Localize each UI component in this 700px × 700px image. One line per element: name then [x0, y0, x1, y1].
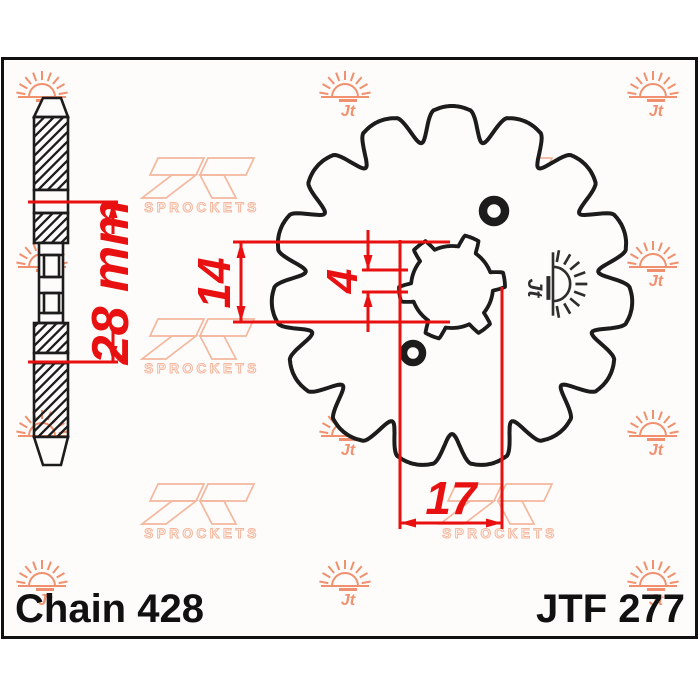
dimension-28mm	[28, 200, 118, 364]
hatched-band	[32, 321, 70, 355]
spline-height-dimension-text: 4	[318, 269, 367, 294]
hatched-band	[32, 211, 70, 245]
dimension-14	[233, 240, 450, 324]
dimension-annotations	[28, 200, 504, 529]
hatched-band	[32, 361, 70, 439]
chain-size-label: Chain 428	[15, 587, 204, 631]
sprocket-side-section-view	[31, 96, 70, 467]
model-number-label: JTF 277	[536, 587, 685, 631]
hub-width-dimension-text: 28 mm	[82, 200, 140, 366]
lightening-hole-bottom	[399, 339, 427, 367]
spline-key-section	[42, 291, 61, 315]
sprocket-front-view	[269, 104, 635, 467]
spline-inner-dimension-text: 14	[188, 257, 240, 308]
spline-outer-dimension-text: 17	[425, 472, 479, 524]
hatched-band	[32, 115, 70, 192]
drawing-border	[1, 57, 698, 639]
dimension-17	[398, 240, 504, 529]
lightening-hole-top	[478, 195, 510, 227]
spline-key-section	[42, 253, 61, 279]
shaft-bottom-tip	[32, 435, 70, 467]
